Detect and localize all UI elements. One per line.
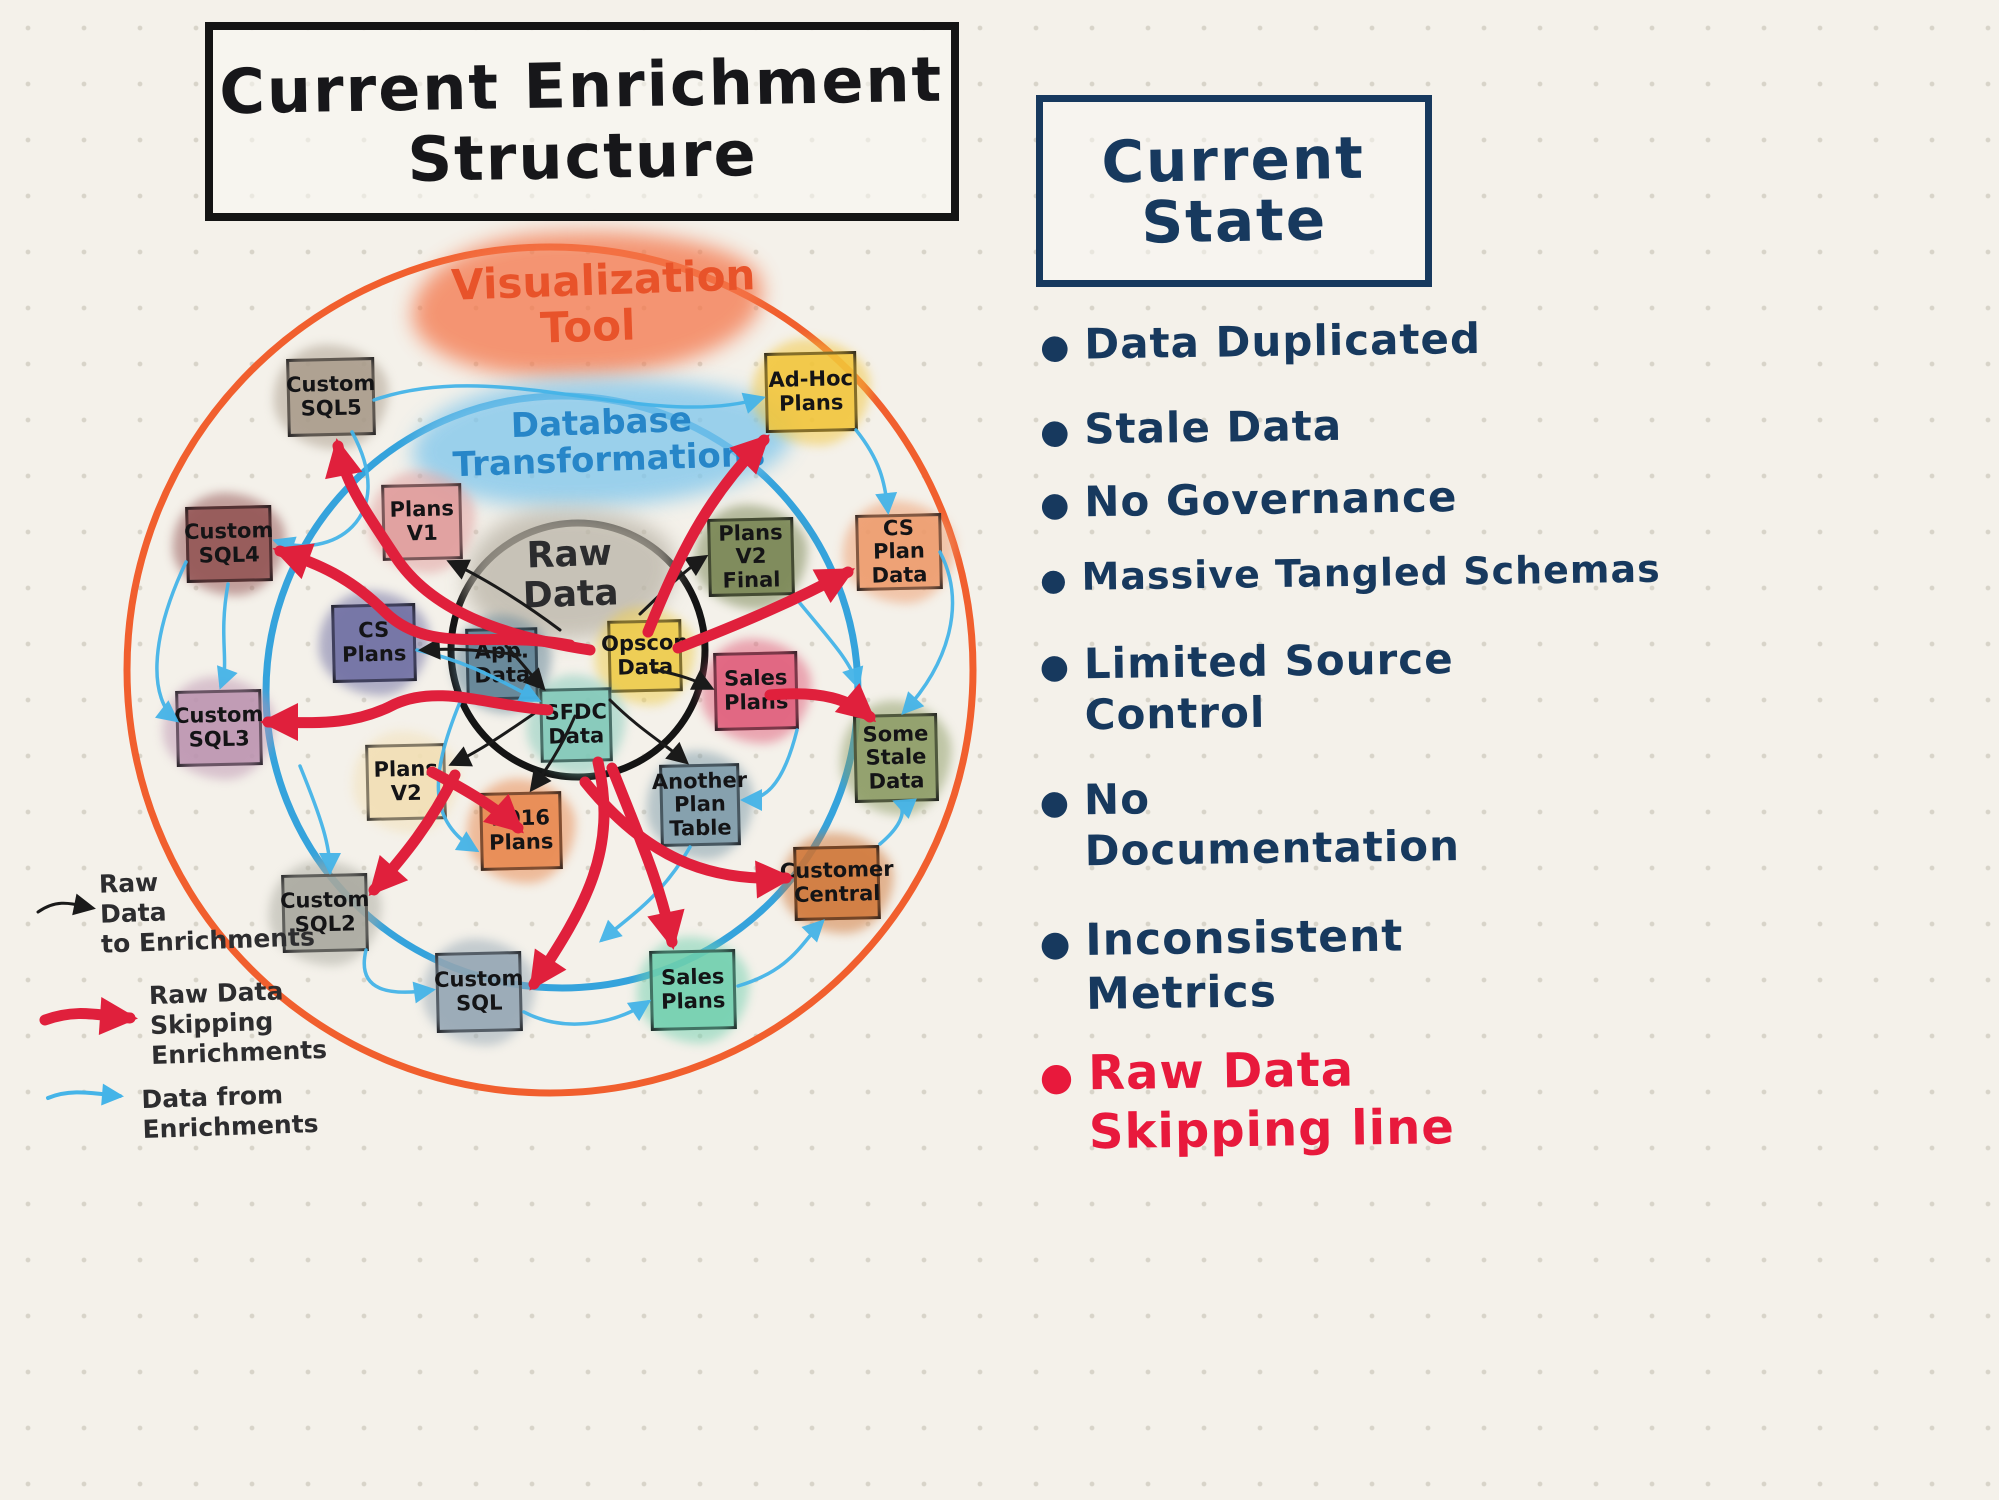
node-plans-v1: Plans V1 bbox=[381, 483, 463, 561]
node-custom-sql: Custom SQL bbox=[434, 951, 524, 1033]
bullet-text: No Governance bbox=[1083, 472, 1458, 527]
bullet-dot: ● bbox=[1039, 412, 1071, 452]
current-state-item-4: ● Limited Source Control bbox=[1039, 633, 1454, 741]
node-another-plan-table: Another Plan Table bbox=[652, 763, 747, 847]
node-custom-sql5: Custom SQL5 bbox=[286, 357, 376, 437]
node-sales-plans-bottom: Sales Plans bbox=[649, 949, 737, 1031]
bullet-dot: ● bbox=[1039, 484, 1071, 525]
legend-data-from-enrichments: Data from Enrichments bbox=[141, 1080, 319, 1145]
bullet-dot: ● bbox=[1039, 1054, 1075, 1100]
legend-raw-to-enrichments: Raw Data to Enrichments bbox=[98, 867, 316, 959]
bullet-text: Massive Tangled Schemas bbox=[1081, 546, 1662, 599]
bullet-text: No Documentation bbox=[1083, 774, 1461, 876]
node-some-stale-data: Some Stale Data bbox=[853, 713, 939, 803]
node-sfdc-data: SFDC Data bbox=[539, 687, 613, 763]
node-plans-v2-final: Plans V2 Final bbox=[707, 517, 795, 597]
node-plans-2016: 2016 Plans bbox=[479, 791, 563, 871]
current-state-item-0: ● Data Duplicated bbox=[1040, 313, 1482, 370]
node-custom-sql3: Custom SQL3 bbox=[174, 689, 264, 767]
bullet-text: Stale Data bbox=[1083, 400, 1343, 454]
node-sales-plans-mid: Sales Plans bbox=[713, 651, 799, 731]
bullet-text: Limited Source Control bbox=[1083, 634, 1454, 740]
current-state-item-6: ● Inconsistent Metrics bbox=[1039, 909, 1404, 1021]
legend-raw-data-skipping: Raw Data Skipping Enrichments bbox=[148, 976, 328, 1071]
node-cs-plan-data: CS Plan Data bbox=[855, 513, 943, 591]
bullet-dot: ● bbox=[1039, 922, 1072, 965]
node-ad-hoc-plans: Ad-Hoc Plans bbox=[764, 350, 858, 434]
current-state-box: Current State bbox=[1036, 95, 1432, 287]
node-app-data: App. Data bbox=[465, 627, 539, 701]
bullet-dot: ● bbox=[1039, 782, 1071, 823]
bullet-text: Data Duplicated bbox=[1083, 313, 1482, 369]
bullet-text: Inconsistent Metrics bbox=[1084, 910, 1404, 1020]
node-customer-central: Customer Central bbox=[780, 845, 894, 921]
node-plans-v2: Plans V2 bbox=[365, 743, 447, 821]
bullet-dot: ● bbox=[1039, 562, 1068, 598]
current-state-item-7: ● Raw Data Skipping line bbox=[1039, 1039, 1455, 1162]
current-state-item-3: ● Massive Tangled Schemas bbox=[1040, 546, 1661, 601]
current-state-item-1: ● Stale Data bbox=[1040, 400, 1343, 455]
current-state-item-5: ● No Documentation bbox=[1039, 769, 1460, 877]
node-custom-sql4: Custom SQL4 bbox=[184, 505, 274, 583]
current-state-item-2: ● No Governance bbox=[1040, 471, 1458, 528]
bullet-text: Raw Data Skipping line bbox=[1087, 1041, 1456, 1160]
bullet-dot: ● bbox=[1039, 646, 1071, 687]
page-title: Current Enrichment Structure bbox=[218, 42, 944, 197]
node-opscon-data: Opscon Data bbox=[601, 619, 689, 693]
title-box: Current Enrichment Structure bbox=[205, 22, 959, 221]
current-state-title: Current State bbox=[1101, 123, 1366, 257]
node-cs-plans: CS Plans bbox=[331, 603, 417, 683]
bullet-dot: ● bbox=[1039, 327, 1071, 367]
